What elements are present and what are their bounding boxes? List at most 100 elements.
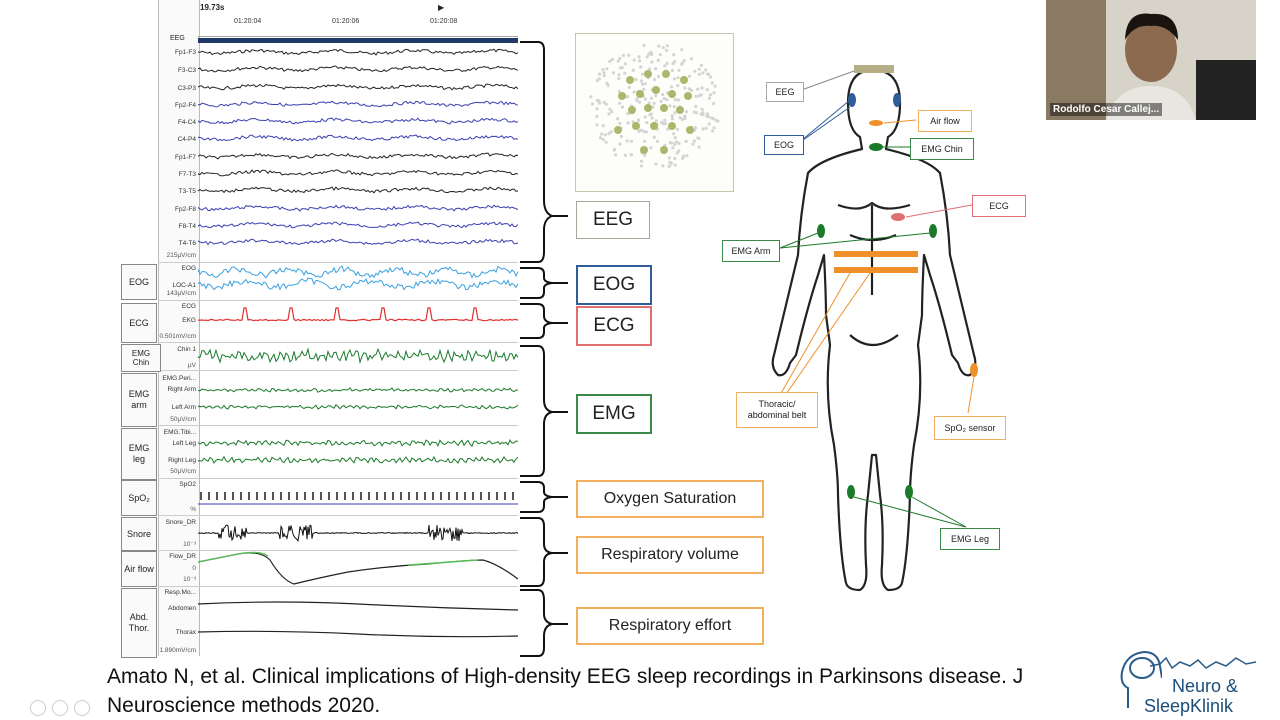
body-label-emg-chin: EMG Chin <box>910 138 974 160</box>
abdominal-belt <box>834 267 918 273</box>
eog-channel-label: LOC-A1 <box>172 282 196 289</box>
electrode-dot <box>649 53 653 57</box>
electrode-dot <box>619 134 623 139</box>
ecg-trace <box>198 307 518 322</box>
electrode-dot <box>607 112 611 116</box>
eog-channel-label: EOG <box>181 265 196 272</box>
electrode-dot <box>665 61 669 65</box>
highlighted-electrode <box>644 70 652 78</box>
scale-label: 143µV/cm <box>166 290 196 297</box>
electrode-dot <box>654 94 658 98</box>
electrode-map-svg <box>589 43 720 168</box>
snore-trace <box>198 524 518 543</box>
electrode-dot <box>673 111 677 115</box>
body-label-eog: EOG <box>764 135 804 155</box>
electrode-dot <box>642 139 647 143</box>
eeg-trace <box>198 83 518 91</box>
thorax-trace <box>198 630 518 638</box>
eeg-trace <box>198 65 518 73</box>
highlighted-electrode <box>640 146 648 154</box>
electrode-dot <box>662 96 666 101</box>
electrode-dot <box>616 117 620 121</box>
spo2-tick <box>328 492 330 500</box>
participant-name: Rodolfo Cesar Callej... <box>1050 103 1163 116</box>
electrode-dot <box>716 119 720 123</box>
electrode-dot <box>711 117 716 121</box>
brace-spo2 <box>520 481 568 513</box>
electrode-dot <box>676 76 680 80</box>
brace-ecg <box>520 303 568 339</box>
next-slide-icon[interactable] <box>52 700 68 716</box>
channel-separator <box>158 342 518 343</box>
electrode-dot <box>687 87 691 91</box>
electrode-dot <box>688 74 692 78</box>
electrode-dot <box>700 107 704 111</box>
scale-label: 0 <box>192 565 196 572</box>
brace-emg <box>520 345 568 477</box>
chin-channel-label: Chin 1 <box>177 346 196 353</box>
brain-head-logo-icon <box>1120 650 1162 708</box>
electrode-dot <box>642 87 646 91</box>
scale-label: 215µV/cm <box>166 252 196 259</box>
electrode-dot <box>625 139 629 143</box>
electrode-dot <box>661 92 665 97</box>
arm-emg-trace <box>198 387 518 393</box>
electrode-dot <box>690 57 694 61</box>
eeg-channel-label: Fp2-F4 <box>175 102 196 109</box>
spo2-tick <box>416 492 418 500</box>
ecg-channel-label: EKG <box>182 317 196 324</box>
electrode-dot <box>617 73 621 77</box>
flow-channel-label: Flow_DR <box>169 553 196 560</box>
electrode-dot <box>623 153 628 157</box>
ecg-channel-label: ECG <box>181 303 196 310</box>
electrode-dot <box>611 71 616 75</box>
eog-trace <box>198 265 518 279</box>
electrode-dot <box>604 140 608 144</box>
brace-eeg <box>520 41 568 263</box>
zoom-icon[interactable] <box>74 700 90 716</box>
participant-video-tile[interactable]: Rodolfo Cesar Callej... <box>1046 0 1256 120</box>
leg-emg-trace <box>198 439 518 448</box>
body-label-eeg: EEG <box>766 82 804 102</box>
eeg-header-label: EEG <box>170 35 185 42</box>
electrode-dot <box>683 114 687 118</box>
spo2-sensor <box>970 363 978 377</box>
label-eeg: EEG <box>576 201 650 239</box>
time-tick: 01:20:04 <box>234 18 262 25</box>
electrode-dot <box>638 59 642 63</box>
eeg-trace <box>198 238 518 246</box>
arm-electrode-right <box>929 224 937 238</box>
electrode-dot <box>676 98 680 102</box>
prev-slide-icon[interactable] <box>30 700 46 716</box>
scale-label: 50µV/cm <box>170 468 196 475</box>
eeg-channel-label: T3-T5 <box>178 188 196 195</box>
highlighted-electrode <box>650 122 658 130</box>
eeg-channel-label: F8-T4 <box>178 223 196 230</box>
electrode-dot <box>630 153 634 157</box>
electrode-dot <box>637 129 641 133</box>
electrode-dot <box>669 85 673 89</box>
electrode-dot <box>712 126 716 130</box>
highlighted-electrode <box>628 106 636 114</box>
eeg-trace <box>198 221 518 229</box>
cursor-marker-icon[interactable]: ▶ <box>438 3 445 12</box>
spo2-tick <box>384 492 386 500</box>
highlighted-electrode <box>652 86 660 94</box>
spo2-tick <box>312 492 314 500</box>
eeg-channel-label: C3-P3 <box>177 85 196 92</box>
electrode-dot <box>643 153 647 157</box>
time-axis: 19.73s 01:20:04 01:20:06 01:20:08 ▶ <box>198 0 518 37</box>
spo2-tick <box>496 492 498 500</box>
spo2-tick <box>232 492 234 500</box>
electrode-dot <box>601 124 605 128</box>
electrode-dot <box>647 67 652 71</box>
electrode-dot <box>712 91 716 95</box>
body-head <box>771 68 977 592</box>
electrode-dot <box>637 100 642 104</box>
electrode-dot <box>620 66 624 70</box>
spo2-tick <box>392 492 394 500</box>
electrode-dot <box>712 102 716 106</box>
eeg-trace <box>198 152 518 160</box>
spo2-tick <box>504 492 506 500</box>
electrode-dot <box>693 128 697 132</box>
